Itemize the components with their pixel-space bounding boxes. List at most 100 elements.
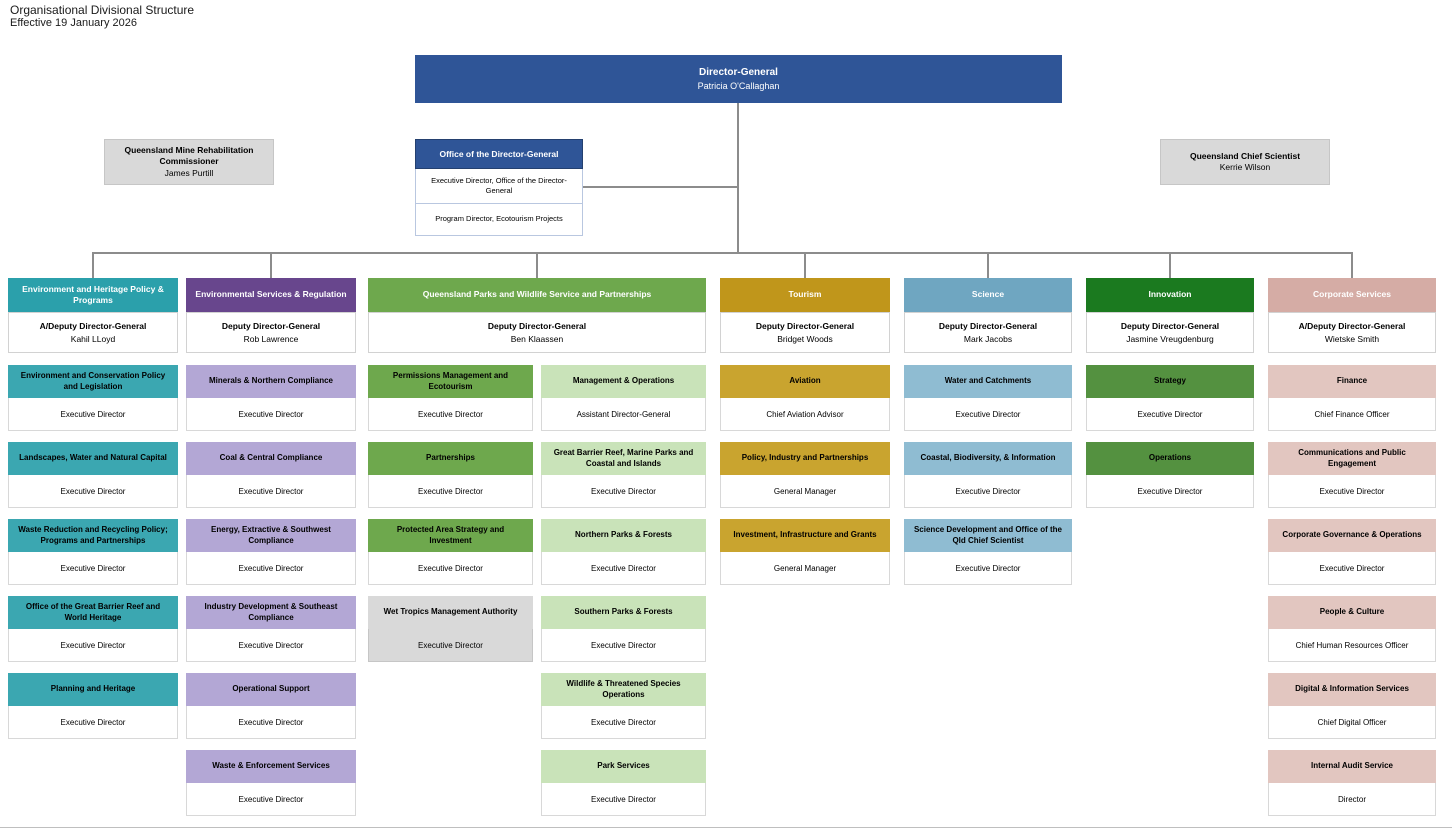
unit-role-label: Executive Director (591, 640, 656, 650)
unit-role-label: Executive Director (1319, 563, 1385, 573)
unit-name: Minerals & Northern Compliance (186, 365, 356, 398)
unit-role: Chief Finance Officer (1268, 398, 1436, 431)
director-general-name: Patricia O'Callaghan (697, 81, 780, 91)
unit-role-label: General Manager (773, 486, 837, 496)
division-header: Innovation (1086, 278, 1254, 312)
unit-name: Partnerships (368, 442, 533, 475)
unit-role: Executive Director (1086, 475, 1254, 508)
unit-name-label: Aviation (789, 376, 821, 386)
unit-name: Northern Parks & Forests (541, 519, 706, 552)
connector-line-vertical (737, 103, 739, 253)
unit-name-label: Industry Development & Southeast Complia… (204, 602, 338, 622)
unit-name-label: Minerals & Northern Compliance (208, 376, 334, 386)
unit-box: Waste Reduction and Recycling Policy; Pr… (8, 519, 178, 585)
connector-stub (536, 252, 538, 278)
unit-name: Aviation (720, 365, 890, 398)
unit-name: Wildlife & Threatened Species Operations (541, 673, 706, 706)
connector-line-horizontal (92, 252, 1353, 254)
office-of-dg-role-label: Executive Director, Office of the Direct… (431, 175, 567, 196)
effective-date: Effective 19 January 2026 (10, 17, 137, 29)
unit-name-label: Waste Reduction and Recycling Policy; Pr… (18, 525, 168, 545)
unit-role-label: Chief Finance Officer (1314, 409, 1390, 419)
unit-name: Internal Audit Service (1268, 750, 1436, 783)
division-name: Environment and Heritage Policy & Progra… (22, 283, 164, 305)
unit-role-label: Executive Director (60, 409, 126, 419)
statutory-name: James Purtill (164, 167, 214, 178)
unit-role: Executive Director (186, 706, 356, 739)
unit-name-label: Communications and Public Engagement (1298, 448, 1406, 468)
unit-box: Wildlife & Threatened Species Operations… (541, 673, 706, 739)
unit-name-label: Coal & Central Compliance (219, 453, 323, 463)
division-leader-title: A/Deputy Director-General (1298, 321, 1406, 332)
unit-name-label: Internal Audit Service (1311, 761, 1393, 771)
unit-name: People & Culture (1268, 596, 1436, 629)
unit-name: Management & Operations (541, 365, 706, 398)
unit-role: Executive Director (904, 475, 1072, 508)
unit-role: Executive Director (8, 706, 178, 739)
division-header: Environmental Services & Regulation (186, 278, 356, 312)
unit-role-label: Executive Director (955, 409, 1021, 419)
unit-role: Executive Director (186, 629, 356, 662)
division-name: Corporate Services (1313, 289, 1391, 300)
unit-name-label: Park Services (597, 761, 650, 771)
unit-name-label: Permissions Management and Ecotourism (392, 371, 509, 391)
division-leader-title: Deputy Director-General (487, 321, 587, 332)
unit-role-label: Executive Director (60, 717, 126, 727)
unit-name-label: Science Development and Office of the Ql… (913, 525, 1063, 545)
division-leader-name: Rob Lawrence (243, 333, 299, 344)
unit-box: Office of the Great Barrier Reef and Wor… (8, 596, 178, 662)
unit-role-label: Executive Director (238, 717, 304, 727)
unit-role-label: Executive Director (1137, 409, 1203, 419)
unit-name: Finance (1268, 365, 1436, 398)
unit-role: Assistant Director-General (541, 398, 706, 431)
division-header: Tourism (720, 278, 890, 312)
unit-role: Chief Digital Officer (1268, 706, 1436, 739)
unit-role: Executive Director (368, 629, 533, 662)
unit-box: Science Development and Office of the Ql… (904, 519, 1072, 585)
unit-name-label: Protected Area Strategy and Investment (396, 525, 505, 545)
unit-name: Operational Support (186, 673, 356, 706)
statutory-box-chief-scientist: Queensland Chief Scientist Kerrie Wilson (1160, 139, 1330, 185)
unit-role-label: Executive Director (60, 640, 126, 650)
unit-name: Water and Catchments (904, 365, 1072, 398)
unit-role-label: Executive Director (238, 409, 304, 419)
unit-name: Planning and Heritage (8, 673, 178, 706)
unit-role: Director (1268, 783, 1436, 816)
unit-role: Executive Director (541, 706, 706, 739)
unit-role-label: Executive Director (418, 563, 483, 573)
unit-name-label: Digital & Information Services (1295, 684, 1409, 694)
unit-role-label: General Manager (773, 563, 837, 573)
unit-name-label: Corporate Governance & Operations (1282, 530, 1422, 540)
unit-name: Industry Development & Southeast Complia… (186, 596, 356, 629)
statutory-title: Queensland Mine Rehabilitation Commissio… (124, 144, 254, 167)
unit-name-label: Operations (1148, 453, 1192, 463)
unit-name: Corporate Governance & Operations (1268, 519, 1436, 552)
connector-stub (270, 252, 272, 278)
unit-role-label: Executive Director (238, 794, 304, 804)
unit-name: Investment, Infrastructure and Grants (720, 519, 890, 552)
director-general-box: Director-General Patricia O'Callaghan (415, 55, 1062, 103)
unit-name: Park Services (541, 750, 706, 783)
unit-role: Executive Director (541, 629, 706, 662)
unit-role: Executive Director (8, 552, 178, 585)
office-of-dg-header: Office of the Director-General (415, 139, 583, 169)
division-leader-title: Deputy Director-General (938, 321, 1038, 332)
division-leader-title: Deputy Director-General (221, 321, 321, 332)
unit-role: Executive Director (368, 552, 533, 585)
unit-name-label: Landscapes, Water and Natural Capital (19, 453, 167, 463)
page-title: Organisational Divisional Structure (10, 3, 195, 17)
unit-name-label: Planning and Heritage (50, 684, 136, 694)
unit-name: Waste & Enforcement Services (186, 750, 356, 783)
